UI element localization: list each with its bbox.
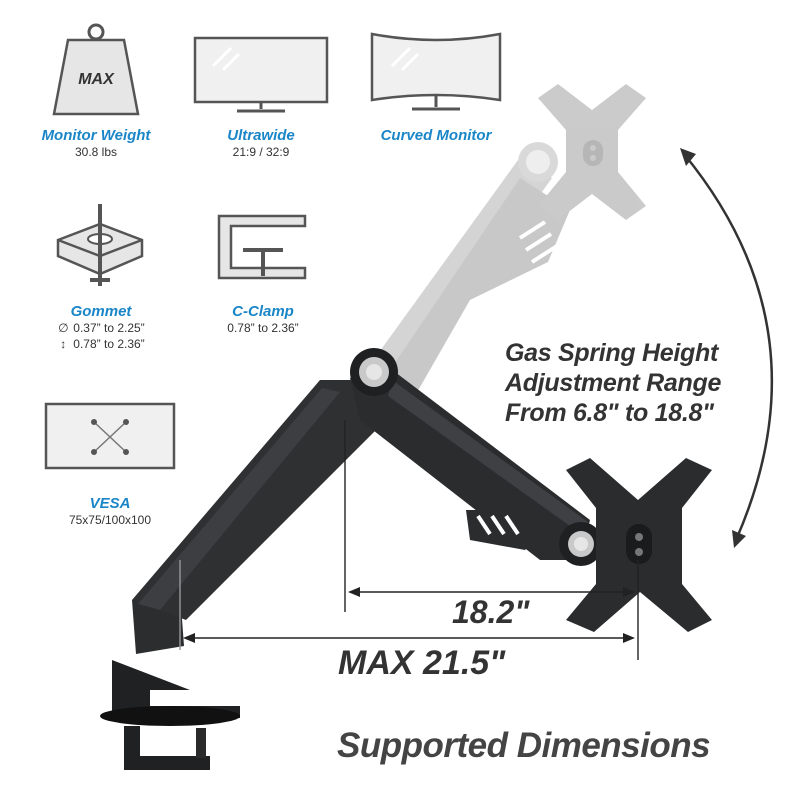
feature-vesa: VESA 75x75/100x100 bbox=[40, 495, 180, 528]
weight-icon: MAX bbox=[52, 23, 140, 116]
ultrawide-monitor-icon bbox=[193, 36, 329, 113]
weight-icon-label: MAX bbox=[78, 71, 115, 88]
height-arrow-icon: ↕ bbox=[60, 337, 67, 351]
feature-grommet: Gommet ∅ 0.37” to 2.25” ↕ 0.78” to 2.36” bbox=[26, 303, 176, 353]
max-reach-label: MAX 21.5" bbox=[338, 644, 506, 682]
dimension-lines bbox=[179, 420, 639, 660]
arm-upper-segment bbox=[350, 372, 590, 560]
curved-title: Curved Monitor bbox=[380, 127, 492, 144]
c-clamp-value: 0.78” to 2.36” bbox=[227, 321, 299, 335]
feature-ultrawide: Ultrawide 21:9 / 32:9 bbox=[191, 127, 331, 160]
curved-double-arrow-icon bbox=[683, 153, 774, 541]
feature-monitor-weight: Monitor Weight 30.8 lbs bbox=[26, 127, 166, 160]
arm-raised-position bbox=[372, 84, 646, 408]
monitor-weight-title: Monitor Weight bbox=[41, 127, 151, 144]
vesa-pattern-icon bbox=[44, 402, 176, 470]
grommet-specs: ∅ 0.37” to 2.25” ↕ 0.78” to 2.36” bbox=[57, 320, 145, 352]
grommet-title: Gommet bbox=[70, 303, 132, 320]
diameter-icon: ∅ bbox=[58, 321, 69, 335]
supported-dimensions-title: Supported Dimensions bbox=[337, 726, 711, 765]
gas-spring-line-3: From 6.8" to 18.8" bbox=[505, 399, 714, 427]
monitor-weight-value: 30.8 lbs bbox=[74, 145, 118, 159]
feature-c-clamp: C-Clamp 0.78” to 2.36” bbox=[193, 303, 333, 336]
c-clamp-title: C-Clamp bbox=[232, 303, 294, 320]
gas-spring-headline: Gas Spring Height Adjustment Range From … bbox=[505, 338, 721, 428]
ultrawide-title: Ultrawide bbox=[227, 127, 295, 144]
grommet-mount-icon bbox=[56, 204, 144, 286]
grommet-thickness-value: 0.78” to 2.36” bbox=[73, 337, 145, 351]
grommet-diameter-row: ∅ 0.37” to 2.25” bbox=[57, 320, 145, 336]
feature-curved: Curved Monitor bbox=[366, 127, 506, 144]
arm-base bbox=[100, 660, 240, 770]
dimension-arrowheads bbox=[183, 587, 635, 643]
gas-spring-line-2: Adjustment Range bbox=[505, 369, 722, 397]
vesa-value: 75x75/100x100 bbox=[68, 513, 152, 527]
curved-monitor-icon bbox=[370, 32, 502, 111]
grommet-diameter-value: 0.37” to 2.25” bbox=[73, 321, 145, 335]
vesa-title: VESA bbox=[89, 495, 131, 512]
gas-spring-line-1: Gas Spring Height bbox=[505, 339, 718, 367]
vesa-plate bbox=[566, 458, 712, 632]
extension-length-label: 18.2" bbox=[452, 594, 530, 630]
grommet-thickness-row: ↕ 0.78” to 2.36” bbox=[57, 336, 144, 352]
c-clamp-icon bbox=[217, 214, 307, 280]
ultrawide-value: 21:9 / 32:9 bbox=[232, 145, 290, 159]
